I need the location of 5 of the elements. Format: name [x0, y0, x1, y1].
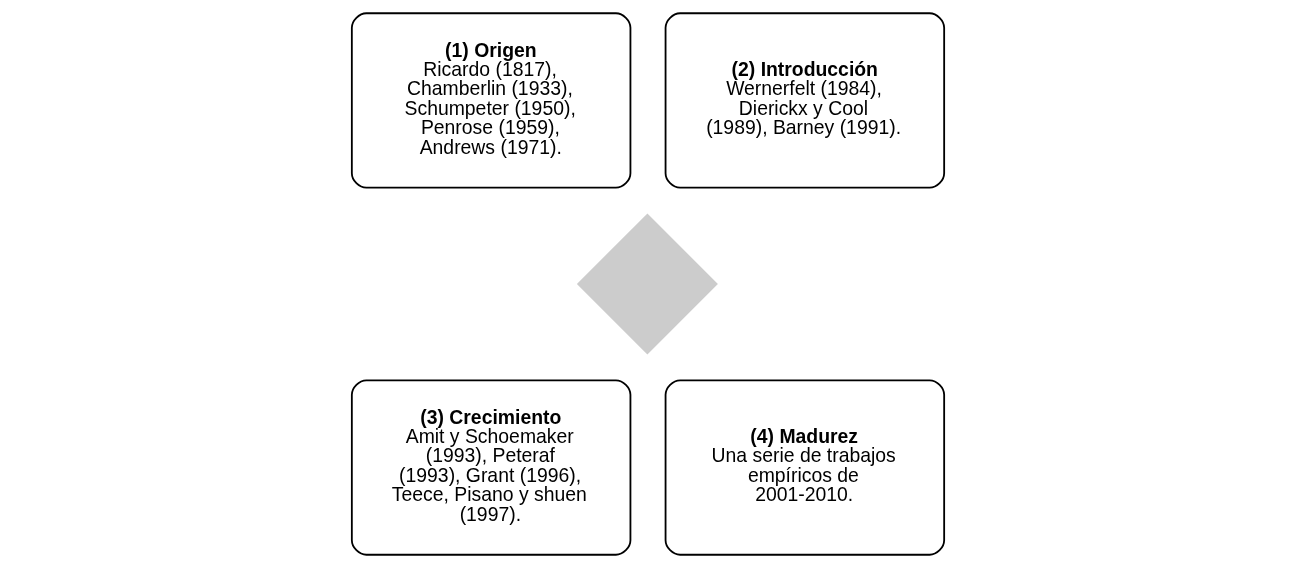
node-box: (1) Origen Ricardo (1817), Chamberlin (1933), Schumpeter (1950), Penrose (1959), Andrews (1971).	[350, 12, 632, 189]
node-box: (4) Madurez Una serie de trabajos empíricos de 2001-2010.	[664, 379, 946, 556]
node-diamond	[576, 213, 718, 355]
node-box: (2) Introducción Wernerfelt (1984), Dierickx y Cool (1989), Barney (1991).	[664, 12, 946, 189]
node-box: (3) Crecimiento Amit y Schoemaker (1993), Peteraf (1993), Grant (1996), Teece, Pisano y shuen (1997).	[350, 379, 632, 556]
